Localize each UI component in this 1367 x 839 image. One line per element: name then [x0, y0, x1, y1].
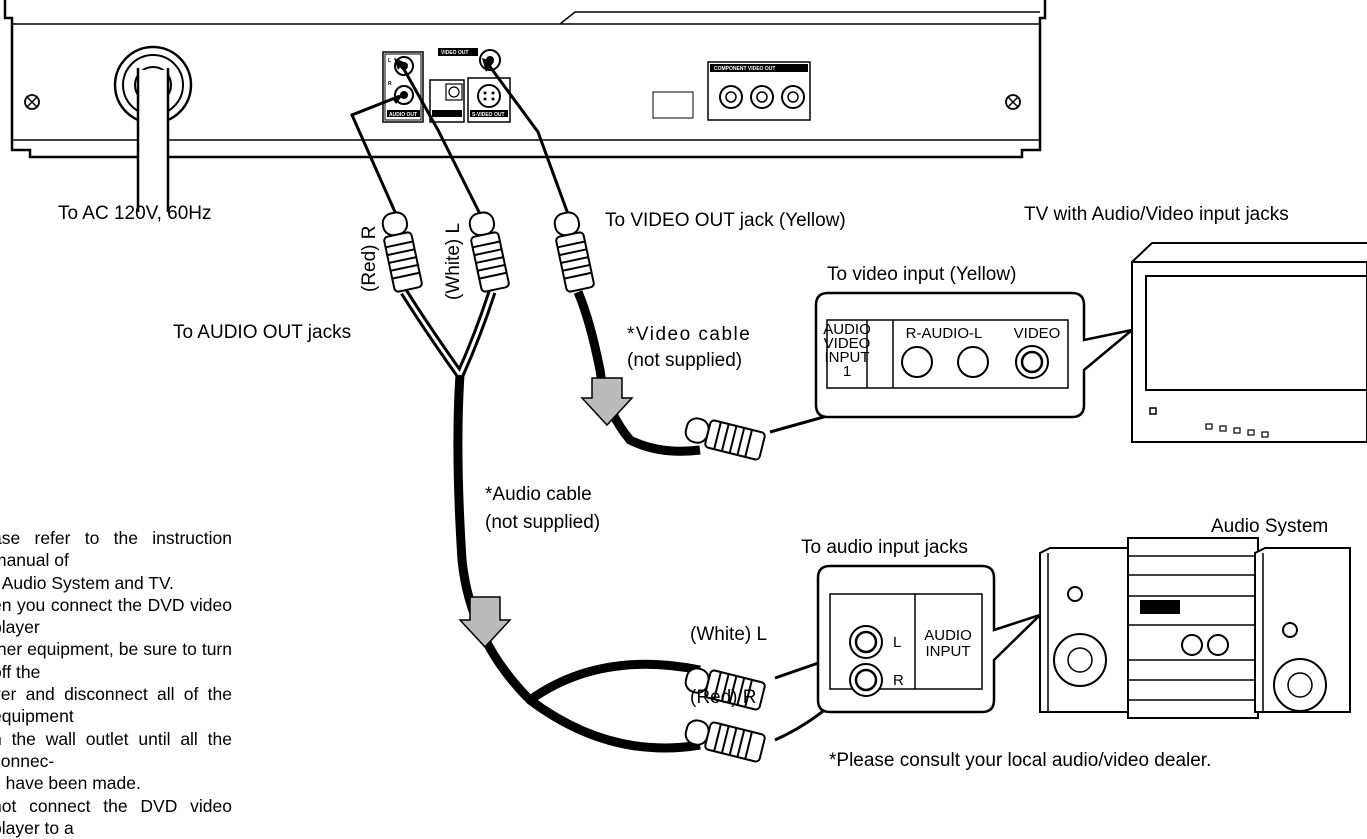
tv-audio-jacks-label: R-AUDIO-L: [906, 325, 983, 342]
rca-plug-white-top: [468, 211, 510, 293]
screw-icon-right: [1005, 94, 1021, 110]
audio-jack-r-label: R: [893, 672, 904, 689]
audio-input-label-line2: INPUT: [926, 643, 971, 660]
video-cable-note: (not supplied): [627, 350, 742, 371]
note-line: n the wall outlet until all the connec-: [0, 728, 232, 771]
audio-input-jacks-label: To audio input jacks: [801, 537, 968, 558]
tv-input-callout: AUDIO VIDEO INPUT 1 R-AUDIO-L VIDEO: [814, 291, 1133, 419]
component-video-out-jacks: COMPONENT VIDEO OUT: [652, 61, 811, 121]
video-input-label: To video input (Yellow): [827, 264, 1016, 285]
note-line: en you connect the DVD video player: [0, 594, 232, 638]
component-video-out-label: COMPONENT VIDEO OUT: [714, 66, 775, 72]
video-direction-arrow: [580, 377, 634, 427]
audio-l-wire: [399, 63, 490, 231]
audio-cable-note: (not supplied): [485, 512, 600, 533]
audio-r-wire: [349, 94, 405, 231]
connection-diagram: L R AUDIO OUT VIDEO OUT: [3, 0, 1367, 770]
digital-out-jacks: [429, 79, 465, 123]
note-line: ther equipment, be sure to turn off the: [0, 639, 232, 682]
white-l-bottom-label: (White) L: [690, 624, 767, 645]
tv-input-label-video: VIDEO: [824, 335, 871, 352]
audio-direction-arrow: [458, 596, 512, 649]
s-video-out-label: S-VIDEO OUT: [472, 112, 505, 118]
tv-input-label-input: INPUT: [825, 349, 870, 366]
tv-title-label: TV with Audio/Video input jacks: [1024, 204, 1289, 225]
rca-plug-red-audio: [684, 719, 766, 763]
note-line: s have been made.: [0, 773, 141, 794]
audio-input-label-line1: AUDIO: [924, 627, 972, 644]
jack-r-label: R: [388, 81, 392, 87]
rca-plug-video-tv: [684, 417, 766, 461]
note-line: r Audio System and TV.: [0, 572, 174, 593]
dvd-player-rear-panel: L R AUDIO OUT VIDEO OUT: [3, 0, 1047, 212]
red-r-bottom-label: (Red) R: [690, 687, 757, 708]
white-l-top-label: (White) L: [443, 223, 464, 300]
dealer-note: *Please consult your local audio/video d…: [829, 750, 1211, 770]
tv-video-jack-label: VIDEO: [1014, 325, 1061, 342]
rca-plug-video-top: [553, 211, 595, 293]
video-wire: [486, 63, 574, 226]
audio-system-label: Audio System: [1211, 516, 1328, 537]
note-line: yer and disconnect all of the equipment: [0, 684, 232, 727]
audio-jack-l-label: L: [893, 634, 901, 651]
tv-input-label-audio: AUDIO: [823, 321, 871, 338]
red-r-top-label: (Red) R: [359, 225, 380, 292]
ac-power-label: To AC 120V, 60Hz: [58, 203, 212, 224]
note-line: not connect the DVD video player to a: [0, 795, 232, 838]
audio-out-label: AUDIO OUT: [389, 112, 417, 118]
rca-plug-red-top: [381, 211, 423, 293]
note-line: ase refer to the instruction manual of: [0, 528, 232, 571]
video-cable-label: *Video cable: [627, 324, 751, 345]
audio-out-jacks: L R AUDIO OUT: [382, 51, 424, 123]
video-out-jack-label: To VIDEO OUT jack (Yellow): [605, 210, 846, 231]
power-cord: [113, 45, 193, 212]
instruction-notes: ase refer to the instruction manual of r…: [0, 527, 232, 839]
video-out-label: VIDEO OUT: [441, 50, 469, 56]
screw-icon-left: [24, 94, 40, 110]
tv-icon: [1131, 242, 1367, 443]
rca-plug-white-audio: [684, 667, 766, 711]
tv-input-label-number: 1: [843, 363, 851, 380]
audio-out-jacks-label: To AUDIO OUT jacks: [173, 322, 351, 343]
audio-cable-label: *Audio cable: [485, 484, 592, 505]
jack-l-label: L: [388, 58, 391, 64]
audio-system-icon: [1039, 537, 1351, 719]
audio-input-callout: L R AUDIO INPUT: [816, 564, 1041, 714]
